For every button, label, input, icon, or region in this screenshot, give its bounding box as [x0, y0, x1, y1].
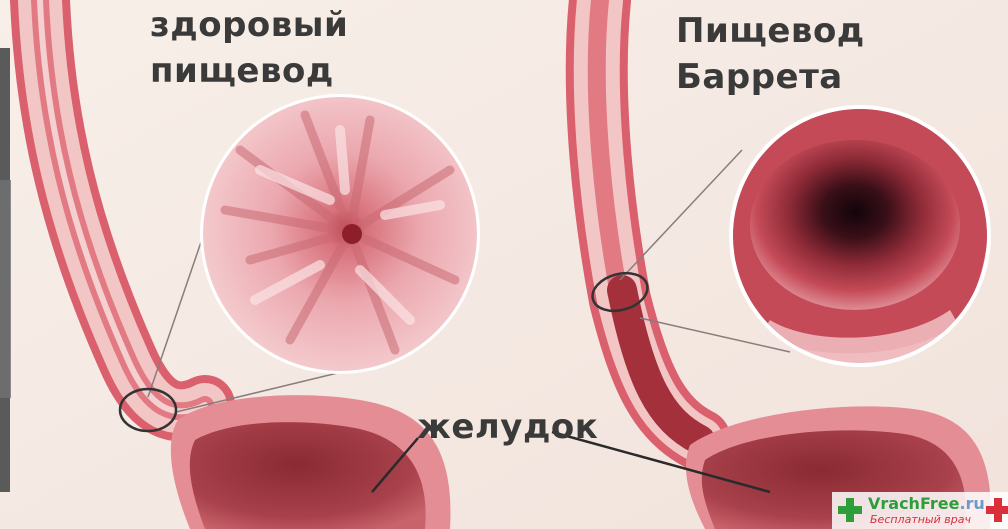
barrett-esophagus-label-line1: Пищевод [676, 12, 865, 50]
healthy-lumen-view [200, 94, 480, 374]
healthy-esophagus-label-line1: здоровый [150, 6, 348, 44]
watermark-tagline: Бесплатный врач [870, 513, 971, 526]
watermark-site-name: VrachFree [868, 494, 959, 513]
vrachfree-watermark: VrachFree.ru Бесплатный врач [832, 492, 1008, 529]
left-frame-nub [0, 180, 11, 398]
green-cross-icon [838, 498, 862, 522]
barrett-esophagus-label-line2: Баррета [676, 58, 843, 96]
stomach-label: желудок [417, 408, 598, 446]
red-cross-icon [986, 498, 1008, 522]
watermark-site: VrachFree.ru [868, 494, 985, 513]
watermark-site-tld: .ru [959, 494, 984, 513]
left-frame-edge [0, 48, 10, 492]
healthy-esophagus-label-line2: пищевод [150, 52, 334, 90]
